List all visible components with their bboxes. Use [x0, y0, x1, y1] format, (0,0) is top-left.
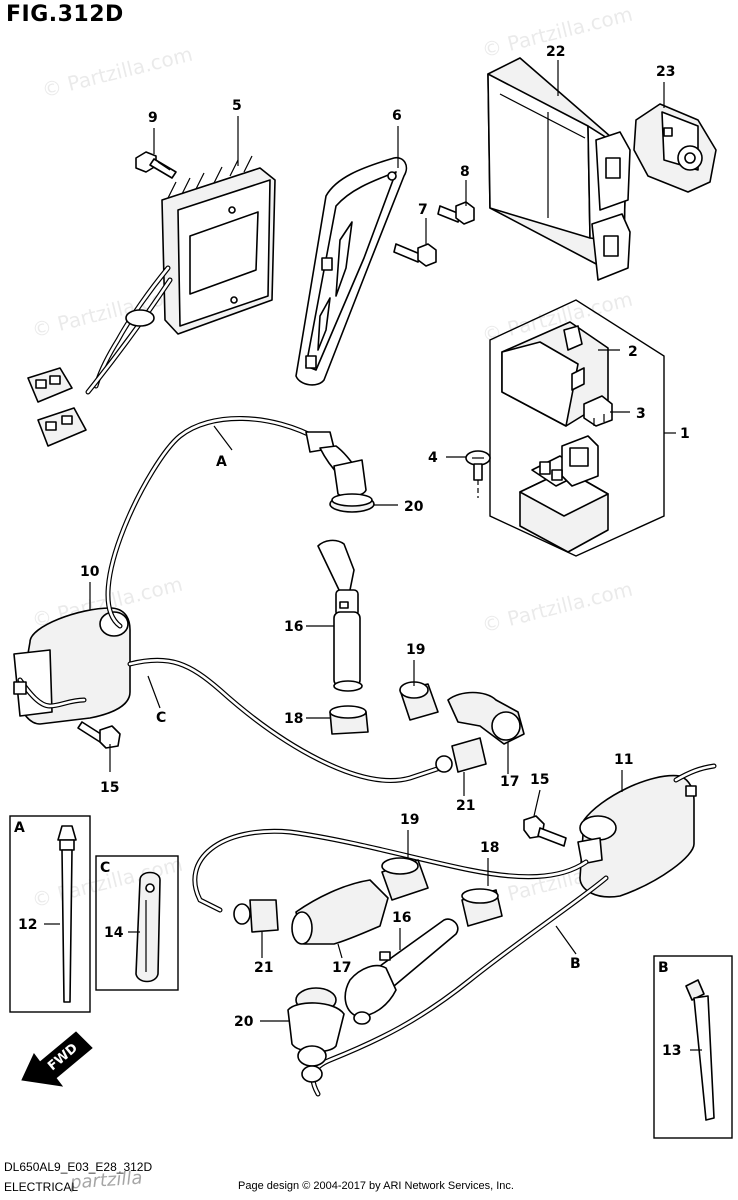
- model-code: DL650AL9_E03_E28_312D: [4, 1160, 153, 1174]
- callout-labels: 9 5 6 8 7 22 23 2 3 4 1 A 20 10 16 19 18…: [14, 44, 690, 1059]
- callout-23: 23: [656, 64, 675, 80]
- forward-direction-arrow: FWD: [21, 1031, 93, 1087]
- callout-11: 11: [614, 752, 633, 768]
- assembly-outline-1: [489, 299, 665, 557]
- clamp-14[interactable]: [135, 871, 161, 983]
- callout-2: 2: [628, 344, 638, 360]
- callout-19-top: 19: [406, 642, 425, 658]
- callout-6: 6: [392, 108, 402, 124]
- fuse-3[interactable]: [583, 395, 613, 427]
- seal-18-bottom[interactable]: [461, 888, 503, 927]
- inset-label-c: C: [100, 860, 110, 876]
- bolt-9[interactable]: [135, 151, 177, 179]
- grommet-21-top[interactable]: [435, 737, 487, 773]
- callout-18-bottom: 18: [480, 840, 499, 856]
- callout-8: 8: [460, 164, 470, 180]
- boot-19-top[interactable]: [399, 681, 439, 721]
- callout-20-top: 20: [404, 499, 424, 515]
- callout-14: 14: [104, 925, 124, 941]
- seal-18-top[interactable]: [329, 705, 369, 735]
- callout-16-bottom: 16: [392, 910, 411, 926]
- callout-4: 4: [428, 450, 438, 466]
- callout-15-right: 15: [530, 772, 549, 788]
- inset-box-b: [653, 955, 733, 1139]
- callout-9: 9: [148, 110, 158, 126]
- clamp-ref-c: C: [156, 710, 166, 726]
- inset-box-a: [9, 815, 91, 1013]
- inset-box-c: [95, 855, 179, 991]
- boot-19-bottom[interactable]: [381, 857, 429, 901]
- callout-17-top: 17: [500, 774, 519, 790]
- callout-17-bottom: 17: [332, 960, 351, 976]
- ignition-coil-10[interactable]: [13, 607, 131, 725]
- bolt-15-right[interactable]: [523, 815, 567, 847]
- callout-10: 10: [80, 564, 100, 580]
- starter-relay-1[interactable]: [519, 435, 609, 553]
- inset-label-b: B: [658, 960, 669, 976]
- high-tension-wire-a[interactable]: [105, 416, 323, 629]
- bracket-6[interactable]: [295, 156, 408, 386]
- section-name: ELECTRICAL: [4, 1180, 79, 1194]
- boot-17-top[interactable]: [447, 691, 525, 745]
- callout-22: 22: [546, 44, 565, 60]
- clamp-ref-a: A: [216, 454, 227, 470]
- callout-5: 5: [232, 98, 242, 114]
- callout-16-top: 16: [284, 619, 303, 635]
- callout-12: 12: [18, 917, 37, 933]
- bolt-7[interactable]: [393, 243, 437, 267]
- callout-1: 1: [680, 426, 690, 442]
- screw-4[interactable]: [465, 450, 491, 498]
- ecm-unit-22[interactable]: [487, 57, 631, 281]
- regulator-rectifier-5[interactable]: [27, 155, 276, 447]
- inset-label-a: A: [14, 820, 25, 836]
- cable-tie-13[interactable]: [685, 979, 715, 1121]
- callout-21-bottom: 21: [254, 960, 273, 976]
- connector-23[interactable]: [633, 103, 717, 193]
- callout-15-left: 15: [100, 780, 119, 796]
- figure-title: FIG.312D: [6, 2, 124, 27]
- grommet-21-bottom[interactable]: [233, 899, 279, 933]
- plug-cap-20-top[interactable]: [305, 431, 375, 513]
- page-credit: Page design © 2004-2017 by ARI Network S…: [238, 1180, 514, 1192]
- callout-13: 13: [662, 1043, 681, 1059]
- cable-tie-12[interactable]: [57, 825, 77, 1003]
- bolt-15-left[interactable]: [77, 721, 121, 749]
- clamp-ref-b: B: [570, 956, 581, 972]
- callout-7: 7: [418, 202, 428, 218]
- callout-20-bottom: 20: [234, 1014, 254, 1030]
- callout-18-top: 18: [284, 711, 303, 727]
- spark-plug-cap-16-top[interactable]: [317, 539, 363, 692]
- callout-21-top: 21: [456, 798, 475, 814]
- callout-19-bottom: 19: [400, 812, 419, 828]
- leader-lines: [44, 60, 702, 1051]
- ignition-coil-11[interactable]: [577, 763, 717, 898]
- bolt-8[interactable]: [437, 201, 475, 225]
- callout-3: 3: [636, 406, 646, 422]
- boot-17-bottom[interactable]: [291, 879, 389, 945]
- spark-plug-cap-16-bottom[interactable]: [344, 918, 459, 1025]
- relay-cover-2[interactable]: [501, 321, 609, 427]
- plug-cap-20-bottom[interactable]: [287, 987, 345, 1083]
